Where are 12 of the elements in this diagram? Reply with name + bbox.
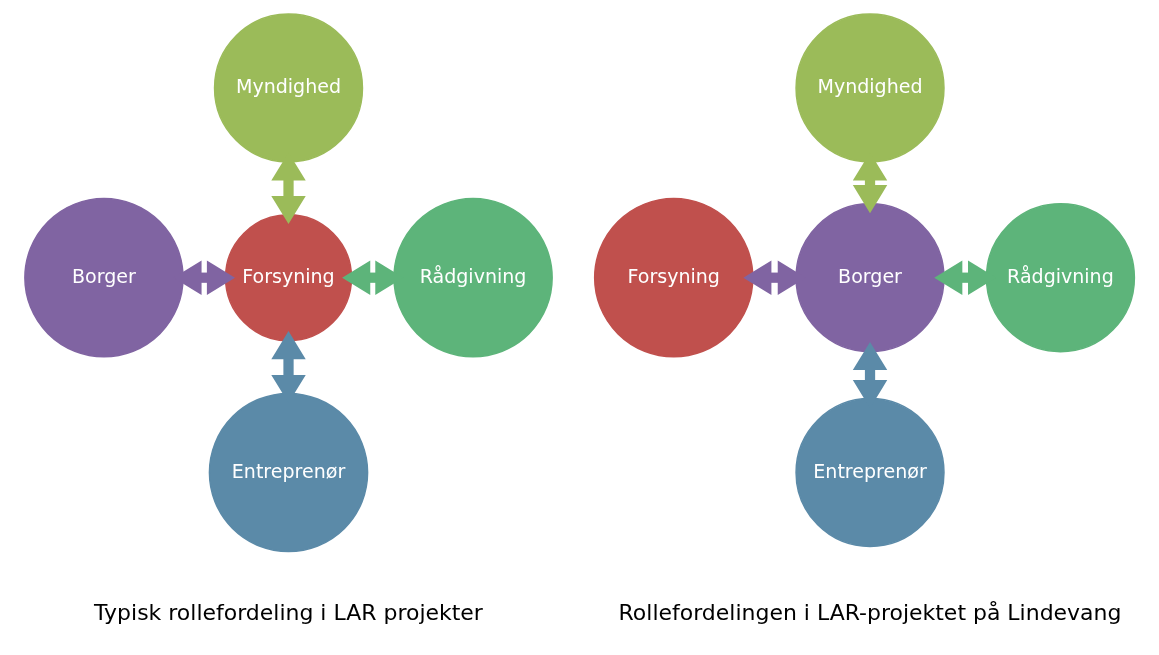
node-circle: Entreprenør bbox=[208, 392, 368, 553]
node-circle: Forsyning bbox=[593, 197, 754, 358]
node-circle: Rådgivning bbox=[985, 203, 1135, 353]
node-circle: Myndighed bbox=[794, 13, 945, 163]
node-circle: Forsyning bbox=[224, 214, 352, 342]
node-circle: Borger bbox=[23, 197, 184, 358]
label: Rollefordelingen i LAR-projektet på Lindevang bbox=[618, 599, 1121, 625]
node-circle: Borger bbox=[794, 203, 945, 353]
label: Typisk rollefordeling i LAR projekter bbox=[93, 599, 483, 625]
node-circle: Rådgivning bbox=[392, 197, 553, 358]
node-circle: Myndighed bbox=[213, 13, 363, 163]
node-circle: Entreprenør bbox=[794, 397, 945, 548]
